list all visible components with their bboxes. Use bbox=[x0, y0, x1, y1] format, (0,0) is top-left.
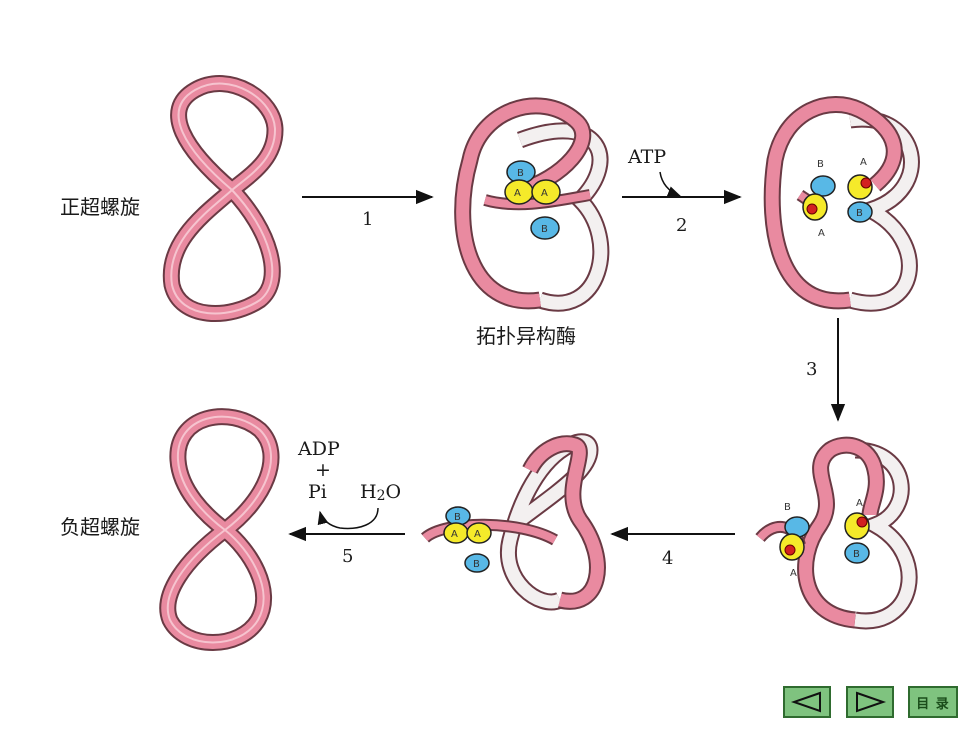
step-3-number: 3 bbox=[806, 359, 817, 380]
domain-a-label: A bbox=[541, 188, 548, 199]
domain-a-label: A bbox=[474, 529, 481, 540]
cut-end-dot bbox=[860, 177, 872, 189]
pi-label: Pi bbox=[308, 481, 327, 503]
water-label: H2O bbox=[360, 481, 401, 504]
subunit-b-bottom bbox=[530, 216, 560, 240]
subunit-b-bottom bbox=[464, 553, 490, 573]
table-of-contents-button[interactable]: 目 录 bbox=[908, 686, 958, 718]
domain-b-label: B bbox=[817, 159, 824, 170]
atp-input-arrow bbox=[659, 171, 682, 197]
domain-b-label: B bbox=[784, 502, 791, 513]
domain-b-label: B bbox=[541, 224, 548, 235]
atp-label: ATP bbox=[627, 146, 666, 168]
domain-a-label: A bbox=[790, 568, 797, 579]
cut-end-dot bbox=[856, 516, 868, 528]
negative-supercoil-figure bbox=[159, 408, 280, 651]
water-adp-exchange-arrow bbox=[317, 507, 379, 530]
domain-b-label: B bbox=[473, 559, 480, 570]
triangle-left-icon bbox=[790, 691, 821, 713]
adp-label: ADP bbox=[297, 438, 340, 460]
domain-b-label: B bbox=[853, 549, 860, 560]
topoisomerase-label: 拓扑异构酶 bbox=[476, 324, 576, 348]
domain-b-label: B bbox=[856, 208, 863, 219]
next-slide-button[interactable] bbox=[846, 686, 894, 718]
enzyme-bound-dna-figure: B A A B bbox=[454, 97, 610, 312]
religated-dna-figure: B A A B bbox=[420, 433, 606, 611]
domain-a-label: A bbox=[818, 228, 825, 239]
subunit-a-right bbox=[531, 179, 561, 205]
plus-label: + bbox=[315, 459, 331, 481]
triangle-right-icon bbox=[856, 691, 887, 713]
domain-a-label: A bbox=[860, 157, 867, 168]
subunit-a-right bbox=[466, 522, 492, 544]
domain-a-label: A bbox=[514, 188, 521, 199]
positive-supercoil-label: 正超螺旋 bbox=[60, 195, 140, 219]
step-4-number: 4 bbox=[662, 548, 673, 569]
step-1-number: 1 bbox=[362, 209, 373, 230]
domain-b-label: B bbox=[517, 168, 524, 179]
domain-b-label: B bbox=[454, 512, 461, 523]
cut-end-dot bbox=[806, 203, 818, 215]
negative-supercoil-label: 负超螺旋 bbox=[60, 515, 140, 539]
subunit-b-bottom bbox=[847, 201, 873, 223]
subunit-b-bottom bbox=[844, 542, 870, 564]
step-5-number: 5 bbox=[342, 546, 353, 567]
strand-passed-figure: B A B A bbox=[755, 436, 918, 630]
subunit-b-top bbox=[810, 175, 836, 197]
domain-a-label: A bbox=[856, 498, 863, 509]
cut-end-dot bbox=[784, 544, 796, 556]
step-2-number: 2 bbox=[676, 215, 687, 236]
toc-label: 目 录 bbox=[916, 696, 950, 712]
previous-slide-button[interactable] bbox=[783, 686, 831, 718]
domain-a-label: A bbox=[451, 529, 458, 540]
gate-opened-figure: B A B A bbox=[763, 95, 920, 312]
positive-supercoil-figure bbox=[162, 75, 284, 322]
